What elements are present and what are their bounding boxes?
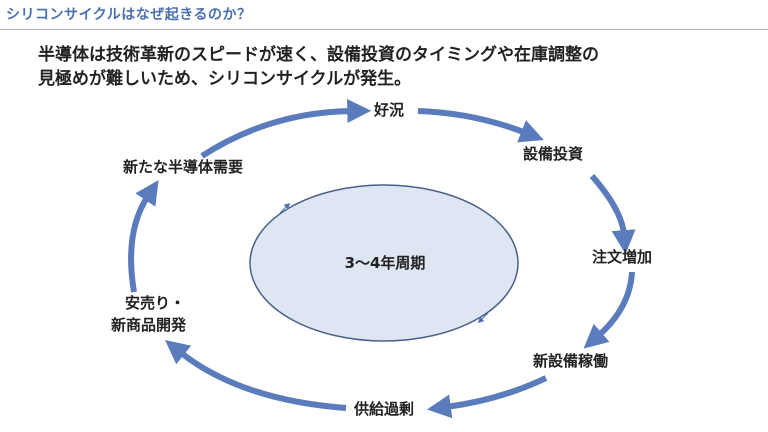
header-title: シリコンサイクルはなぜ起きるのか？ [6, 7, 252, 23]
step-new-semiconductor-demand: 新たな半導体需要 [123, 158, 244, 176]
arrow-investment-to-orders [589, 174, 636, 255]
step-boom: 好況 [374, 101, 405, 119]
arrow-demand-to-boom [200, 99, 372, 159]
step-discount-new-products: 安売り・ 新商品開発 [111, 292, 186, 336]
cycle-period-label: 3～4年周期 [344, 254, 426, 272]
lead-line-2: 見極めが難しいため、シリコンサイクルが発生。 [38, 69, 412, 89]
ellipse-arrow-bottom-right-icon [477, 312, 489, 324]
arrow-discount-to-demand [128, 180, 159, 293]
arrow-new-equipment-to-oversupply [426, 375, 548, 419]
lead-text: 半導体は技術革新のスピードが速く、設備投資のタイミングや在庫調整の 見極めが難し… [38, 43, 728, 91]
step-discount-line-2: 新商品開発 [111, 316, 187, 334]
step-discount-line-1: 安売り・ [125, 294, 186, 312]
arrow-oversupply-to-discount [165, 340, 347, 411]
lead-line-1: 半導体は技術革新のスピードが速く、設備投資のタイミングや在庫調整の [38, 45, 599, 65]
arrow-orders-to-new-equipment [583, 271, 635, 349]
header-divider [0, 29, 768, 30]
cycle-period-ellipse [249, 184, 519, 342]
ellipse-arrow-top-left-icon [279, 202, 291, 214]
step-equipment-investment: 設備投資 [523, 145, 584, 163]
step-oversupply: 供給過剰 [354, 400, 415, 418]
step-new-equipment-operation: 新設備稼働 [533, 352, 609, 370]
arrow-boom-to-investment [417, 108, 544, 143]
step-order-increase: 注文増加 [592, 248, 653, 266]
